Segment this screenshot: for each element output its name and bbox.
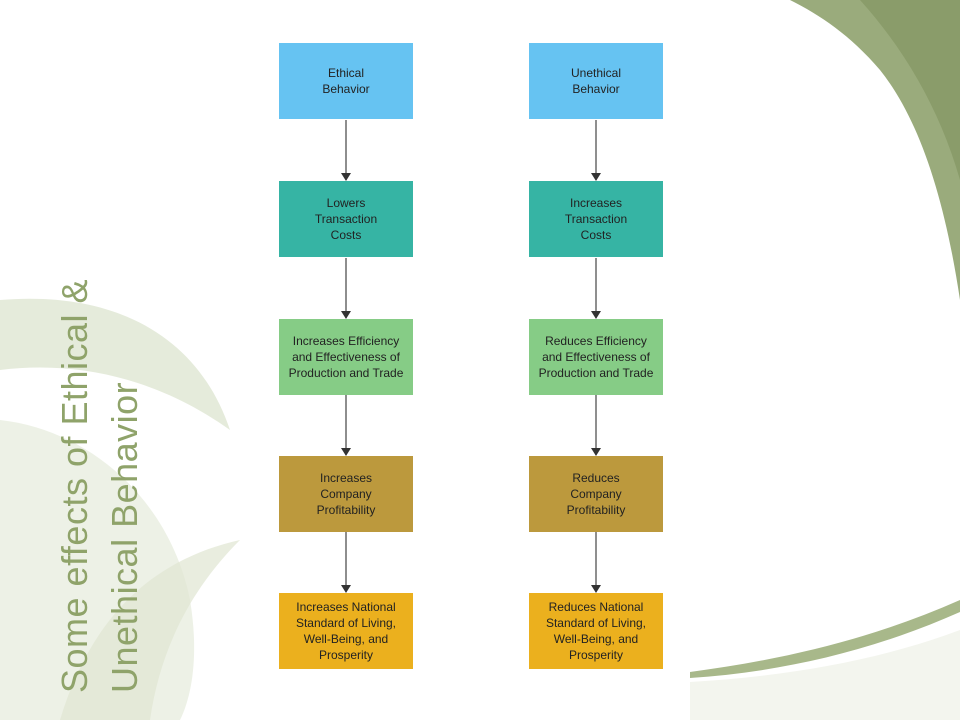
reduces-profitability-box: Reduces Company Profitability	[529, 456, 663, 532]
box-label: Increases Transaction Costs	[564, 196, 628, 242]
slide-title: Some effects of Ethical & Unethical Beha…	[50, 213, 150, 693]
increases-living-standard-box: Increases National Standard of Living, W…	[279, 593, 413, 669]
box-label: Reduces National Standard of Living, Wel…	[545, 600, 647, 662]
background-sweep	[690, 630, 960, 720]
reduces-efficiency-box: Reduces Efficiency and Effectiveness of …	[529, 319, 663, 395]
reduces-living-standard-box: Reduces National Standard of Living, Wel…	[529, 593, 663, 669]
slide-title-line-1: Some effects of Ethical &	[54, 278, 95, 693]
box-label: Increases Company Profitability	[316, 471, 376, 517]
box-label: Reduces Efficiency and Effectiveness of …	[538, 334, 654, 380]
slide-title-line-2: Unethical Behavior	[104, 381, 145, 693]
background-swirl	[60, 540, 240, 720]
background-swirl	[0, 298, 230, 430]
unethical-behavior-box: Unethical Behavior	[529, 43, 663, 119]
box-label: Increases National Standard of Living, W…	[295, 600, 397, 662]
box-label: Reduces Company Profitability	[566, 471, 626, 517]
increases-profitability-box: Increases Company Profitability	[279, 456, 413, 532]
increases-transaction-costs-box: Increases Transaction Costs	[529, 181, 663, 257]
increases-efficiency-box: Increases Efficiency and Effectiveness o…	[279, 319, 413, 395]
background-wave	[860, 0, 960, 180]
ethical-behavior-box: Ethical Behavior	[279, 43, 413, 119]
box-label: Ethical Behavior	[322, 66, 370, 96]
background-sweep	[690, 600, 960, 678]
box-label: Increases Efficiency and Effectiveness o…	[288, 334, 404, 380]
box-label: Lowers Transaction Costs	[314, 196, 378, 242]
lowers-transaction-costs-box: Lowers Transaction Costs	[279, 181, 413, 257]
box-label: Unethical Behavior	[570, 66, 622, 96]
